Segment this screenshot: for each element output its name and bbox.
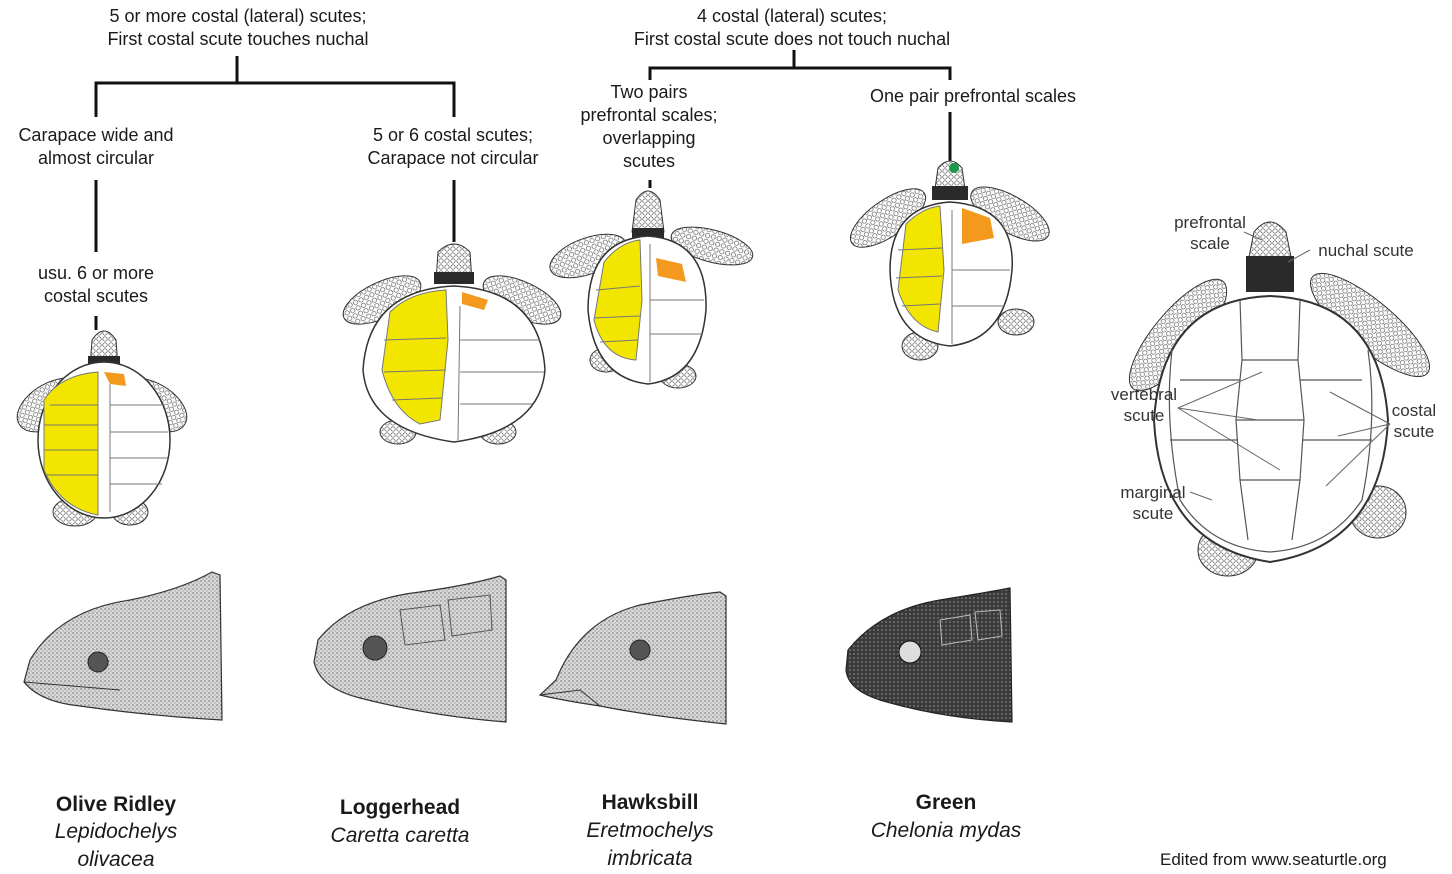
group-b-line1: 4 costal (lateral) scutes; [582, 5, 1002, 28]
a-right-criterion: 5 or 6 costal scutes; Carapace not circu… [344, 124, 562, 170]
b-right-line1: One pair prefrontal scales [842, 85, 1104, 108]
group-b-line2: First costal scute does not touch nuchal [582, 28, 1002, 51]
label-costal-line2: scute [1384, 421, 1444, 442]
species-common-name: Green [836, 790, 1056, 816]
species-scientific-line1: Chelonia mydas [836, 817, 1056, 845]
species-common-name: Loggerhead [290, 795, 510, 821]
group-a-line2: First costal scute touches nuchal [58, 28, 418, 51]
a-left-sub-criterion: usu. 6 or more costal scutes [0, 262, 192, 308]
green-head-illustration [846, 588, 1012, 722]
label-marginal-line2: scute [1110, 503, 1196, 524]
group-a-line1: 5 or more costal (lateral) scutes; [58, 5, 418, 28]
a-right-line2: Carapace not circular [344, 147, 562, 170]
b-left-line2: prefrontal scales; [560, 104, 738, 127]
source-credit: Edited from www.seaturtle.org [1160, 850, 1387, 870]
b-left-line3: overlapping [560, 127, 738, 150]
species-scientific-line1: Caretta caretta [290, 822, 510, 850]
green-turtle-illustration [842, 161, 1057, 360]
label-marginal-line1: marginal [1110, 482, 1196, 503]
hawksbill-head-illustration [540, 592, 726, 724]
b-left-line1: Two pairs [560, 81, 738, 104]
a-right-line1: 5 or 6 costal scutes; [344, 124, 562, 147]
label-nuchal-scute: nuchal scute [1306, 240, 1426, 261]
a-left-line1: Carapace wide and [0, 124, 192, 147]
species-scientific-line2: imbricata [540, 845, 760, 873]
b-left-line4: scutes [560, 150, 738, 173]
species-scientific-line2: olivacea [10, 846, 222, 874]
b-left-criterion: Two pairs prefrontal scales; overlapping… [560, 81, 738, 173]
group-a-heading: 5 or more costal (lateral) scutes; First… [58, 5, 418, 51]
species-common-name: Hawksbill [540, 790, 760, 816]
species-scientific-line1: Lepidochelys [10, 818, 222, 846]
loggerhead-turtle-illustration [336, 244, 567, 444]
species-common-name: Olive Ridley [10, 792, 222, 818]
label-vertebral-scute: vertebral scute [1100, 384, 1188, 426]
label-costal-line1: costal [1384, 400, 1444, 421]
label-costal-scute: costal scute [1384, 400, 1444, 442]
label-marginal-scute: marginal scute [1110, 482, 1196, 524]
a-left-line2: almost circular [0, 147, 192, 170]
hawksbill-turtle-illustration [544, 191, 756, 388]
a-left-sub-line1: usu. 6 or more [0, 262, 192, 285]
olive-ridley-head-illustration [24, 572, 222, 720]
a-left-sub-line2: costal scutes [0, 285, 192, 308]
label-prefrontal-scale: prefrontal scale [1160, 212, 1260, 254]
group-b-heading: 4 costal (lateral) scutes; First costal … [582, 5, 1002, 51]
label-prefrontal-line1: prefrontal [1160, 212, 1260, 233]
olive-ridley-turtle-illustration [8, 331, 196, 526]
b-right-criterion: One pair prefrontal scales [842, 85, 1104, 108]
label-prefrontal-line2: scale [1160, 233, 1260, 254]
a-left-criterion: Carapace wide and almost circular [0, 124, 192, 170]
species-scientific-line1: Eretmochelys [540, 817, 760, 845]
loggerhead-head-illustration [314, 576, 506, 722]
label-vertebral-line2: scute [1100, 405, 1188, 426]
label-vertebral-line1: vertebral [1100, 384, 1188, 405]
